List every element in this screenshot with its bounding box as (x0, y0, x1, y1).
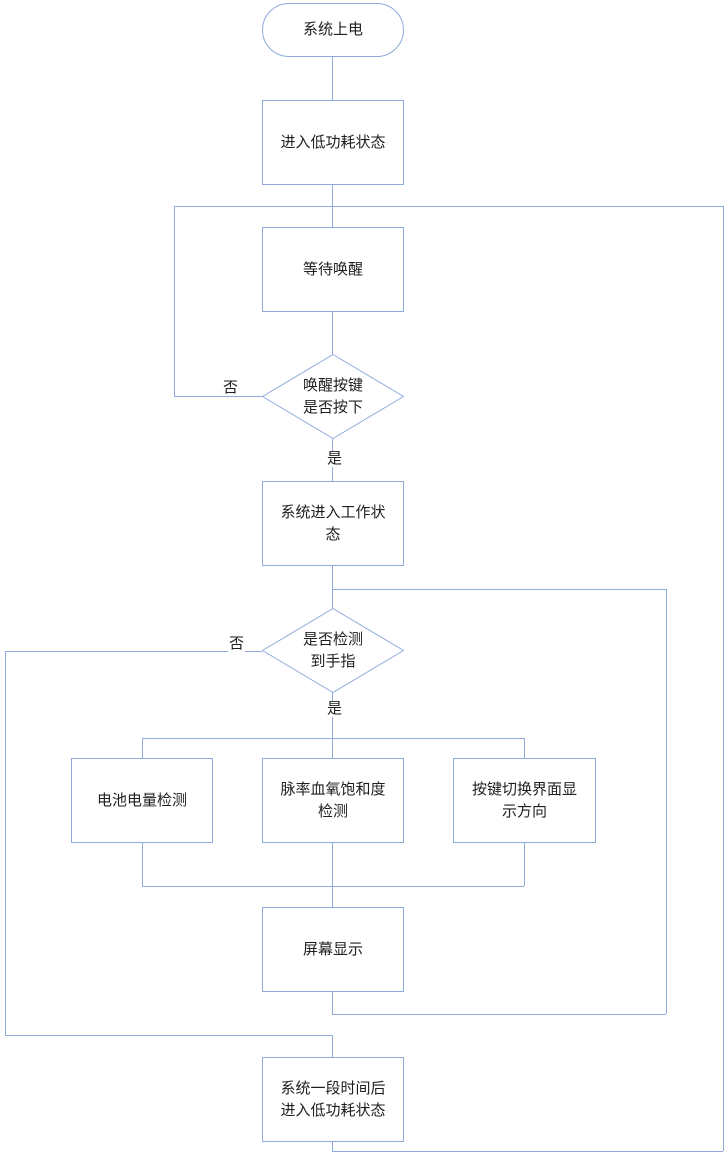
connector-start-to-lowpower (332, 57, 333, 100)
edge-label-wake-no: 否 (222, 379, 240, 396)
connector-fingerno-left-vertical (5, 651, 6, 1035)
node-label: 唤醒按键 是否按下 (302, 376, 363, 416)
connector-screenloop-top (332, 589, 666, 590)
node-label: 系统上电 (302, 21, 363, 38)
connector-parallel-merge (142, 886, 524, 887)
node-label: 电池电量检测 (96, 791, 187, 809)
connector-fingerno-horizontal (5, 651, 262, 652)
connector-top-merge-line (174, 206, 723, 207)
node-label: 等待唤醒 (302, 260, 363, 278)
node-battery-check: 电池电量检测 (71, 758, 213, 843)
node-label: 系统进入工作状 态 (280, 503, 386, 543)
node-label: 按键切换界面显 示方向 (471, 780, 577, 820)
node-screen-display: 屏幕显示 (262, 907, 404, 992)
connector-split-to-battery (142, 738, 143, 758)
connector-screen-out-horizontal (332, 1014, 666, 1015)
connector-pulse-to-merge (332, 843, 333, 886)
connector-screenloop-right-vertical (666, 589, 667, 1014)
connector-split-to-keyswitch (524, 738, 525, 758)
connector-merge-to-screen (332, 886, 333, 907)
edge-label-wake-yes: 是 (326, 450, 344, 467)
connector-screen-out-vertical (332, 992, 333, 1014)
node-enter-low-power: 进入低功耗状态 (262, 100, 404, 185)
connector-wakeno-left-vertical (174, 206, 175, 396)
node-enter-work-state: 系统进入工作状 态 (262, 481, 404, 566)
node-decision-wake-key: 唤醒按键 是否按下 (262, 354, 404, 439)
node-wait-wake: 等待唤醒 (262, 227, 404, 312)
node-pulse-spo2-check: 脉率血氧饱和度 检测 (262, 758, 404, 843)
connector-work-to-decision2 (332, 566, 333, 608)
diamond-shape (262, 354, 404, 439)
connector-into-timeout (332, 1035, 333, 1057)
node-label: 系统一段时间后 进入低功耗状态 (280, 1079, 386, 1119)
node-label: 脉率血氧饱和度 检测 (280, 780, 386, 820)
node-timeout-low-power: 系统一段时间后 进入低功耗状态 (262, 1057, 404, 1142)
node-decision-finger-detected: 是否检测 到手指 (262, 608, 404, 693)
connector-bottom-return (332, 1151, 723, 1152)
connector-parallel-split (142, 738, 524, 739)
edge-label-finger-no: 否 (228, 635, 246, 652)
node-label: 进入低功耗状态 (280, 133, 386, 151)
connector-fingerno-bottom (5, 1035, 332, 1036)
connector-wait-to-decision1 (332, 312, 333, 354)
connector-wakeno-horizontal (174, 396, 262, 397)
connector-battery-to-merge (142, 843, 143, 886)
connector-right-return-vertical (723, 206, 724, 1151)
node-label: 是否检测 到手指 (302, 630, 363, 670)
connector-keyswitch-to-merge (524, 843, 525, 886)
node-label: 屏幕显示 (302, 940, 363, 958)
connector-timeout-out-vertical (332, 1142, 333, 1151)
node-key-switch-display: 按键切换界面显 示方向 (453, 758, 596, 843)
connector-decision2-to-parallel (332, 692, 333, 758)
diamond-shape (262, 608, 404, 693)
node-system-power-on: 系统上电 (262, 3, 404, 57)
edge-label-finger-yes: 是 (326, 700, 344, 717)
